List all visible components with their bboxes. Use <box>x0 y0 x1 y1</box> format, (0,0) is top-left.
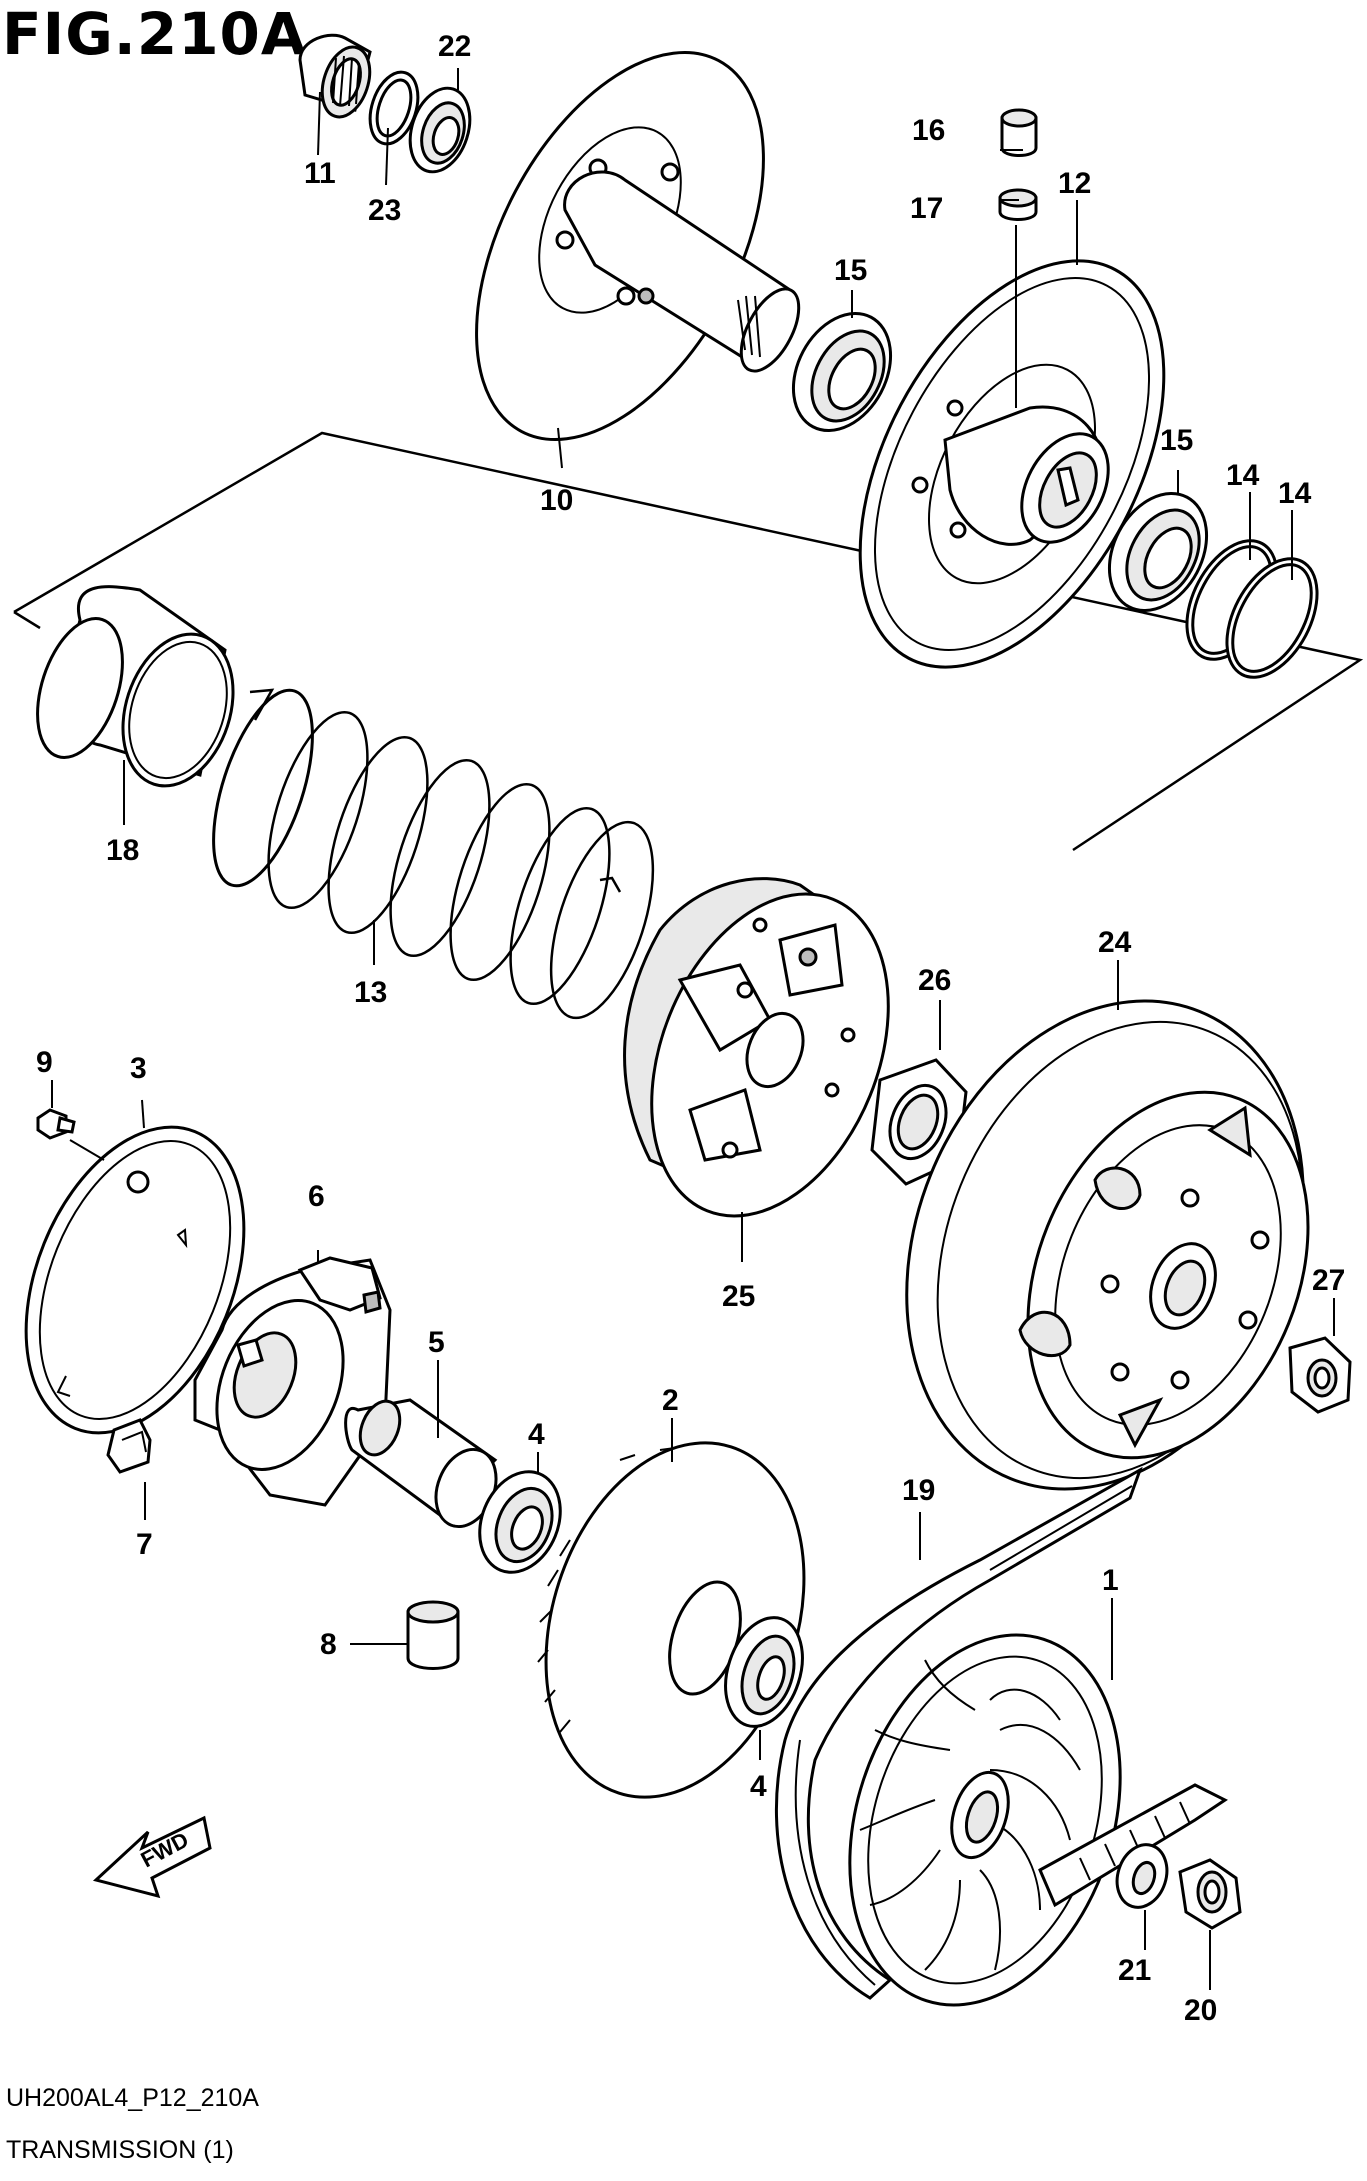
callout-20: 20 <box>1184 1994 1217 2027</box>
part-circlip <box>368 70 420 146</box>
callout-27: 27 <box>1312 1264 1345 1297</box>
fwd-arrow-icon: FWD <box>92 1815 212 1899</box>
callout-15: 15 <box>1160 424 1193 457</box>
callout-8: 8 <box>320 1628 337 1661</box>
figure-title: FIG.210A <box>2 0 307 68</box>
callout-24: 24 <box>1098 926 1132 959</box>
part-drive-sleeve <box>344 1398 498 1529</box>
callout-14: 14 <box>1226 459 1260 492</box>
part-driven-face <box>475 50 801 442</box>
part-clutch-shoe <box>623 877 890 1218</box>
callout-1: 1 <box>1102 1564 1119 1597</box>
part-bearing-upper <box>478 1470 562 1574</box>
callout-4: 4 <box>528 1418 545 1451</box>
part-bearing-22 <box>408 86 472 174</box>
callout-14: 14 <box>1278 477 1312 510</box>
part-ramp-plate <box>24 1125 246 1435</box>
part-needle-bearing <box>298 33 372 119</box>
part-washer <box>1115 1843 1169 1909</box>
callout-7: 7 <box>136 1528 153 1561</box>
part-spring <box>212 688 655 1020</box>
callout-25: 25 <box>722 1280 755 1313</box>
callout-11: 11 <box>304 157 336 190</box>
part-fan-drive-face <box>848 1633 1228 2007</box>
callout-numbers: 22 11 23 10 16 17 12 15 15 14 14 18 13 2… <box>36 30 1345 2027</box>
part-flange-nut <box>1288 1336 1352 1414</box>
callout-4: 4 <box>750 1770 767 1803</box>
callout-2: 2 <box>662 1384 679 1417</box>
part-clutch-housing <box>905 999 1310 1491</box>
part-oil-seal-lower <box>1107 491 1209 613</box>
part-movable-driven-face <box>858 259 1166 669</box>
callout-10: 10 <box>540 484 573 517</box>
figure-subtitle: TRANSMISSION (1) <box>6 2136 234 2164</box>
part-drive-belt <box>774 1466 1143 2000</box>
callout-5: 5 <box>428 1326 445 1359</box>
assembly-outline <box>13 431 1364 852</box>
callout-19: 19 <box>902 1474 935 1507</box>
part-nut-20 <box>1178 1858 1242 1930</box>
callout-17: 17 <box>910 192 943 225</box>
part-screw <box>36 1108 76 1140</box>
callout-3: 3 <box>130 1052 147 1085</box>
part-o-ring-b <box>1225 557 1319 679</box>
leader-lines <box>51 68 1335 1990</box>
part-movable-drive-face <box>193 1256 392 1507</box>
callout-26: 26 <box>918 964 951 997</box>
part-oil-seal-upper <box>791 311 893 433</box>
part-collar-8 <box>406 1600 460 1670</box>
part-pin <box>1000 108 1038 157</box>
callout-12: 12 <box>1058 167 1091 200</box>
callout-16: 16 <box>912 114 945 147</box>
callout-6: 6 <box>308 1180 325 1213</box>
callout-13: 13 <box>354 976 387 1009</box>
callout-21: 21 <box>1118 1954 1151 1987</box>
callout-15: 15 <box>834 254 867 287</box>
figure-code: UH200AL4_P12_210A <box>6 2084 259 2112</box>
callout-9: 9 <box>36 1046 53 1079</box>
callout-18: 18 <box>106 834 139 867</box>
part-bearing-lower <box>724 1616 804 1728</box>
callout-23: 23 <box>368 194 401 227</box>
part-slide-piece <box>106 1418 152 1474</box>
callout-22: 22 <box>438 30 471 63</box>
part-guide-sleeve <box>36 585 235 788</box>
part-collar <box>998 188 1038 221</box>
